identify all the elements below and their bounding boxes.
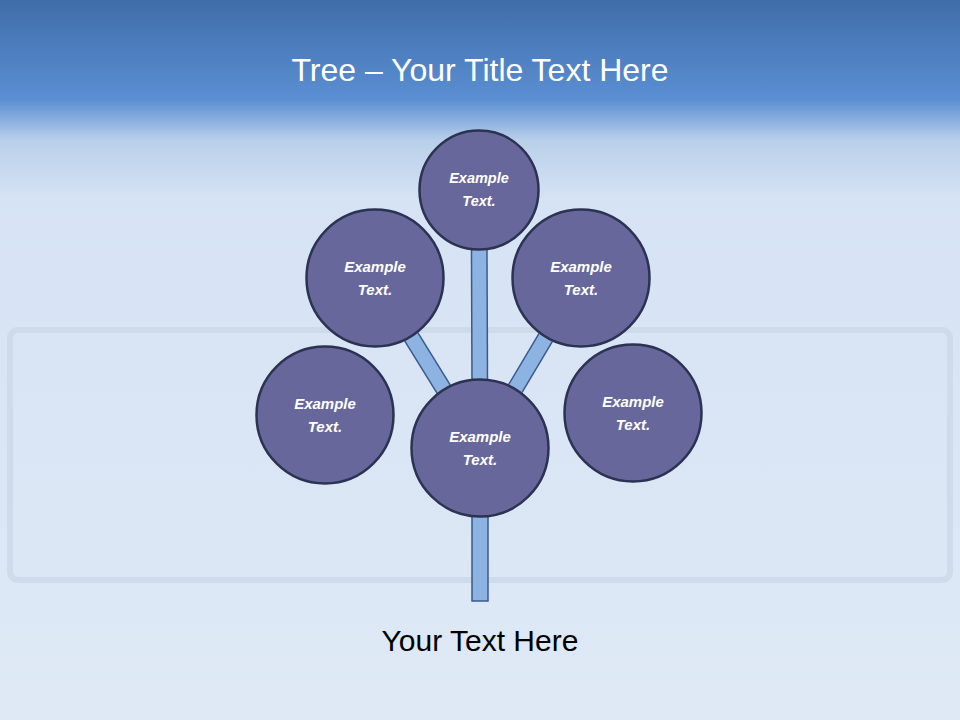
tree-trunk [472, 515, 488, 601]
circle-shape [418, 129, 540, 251]
branch-connector [515, 337, 546, 388]
node-text: Example Text. [588, 390, 678, 436]
circle-node: Example Text. [305, 208, 445, 348]
node-text: Example Text. [330, 255, 420, 301]
node-text: Example Text. [435, 425, 525, 471]
node-text: Example Text. [280, 392, 370, 438]
circle-node: Example Text. [410, 378, 550, 518]
circle-shape [255, 345, 395, 485]
circle-node: Example Text. [418, 129, 540, 251]
branch-connector [479, 250, 481, 379]
branch-connector [411, 337, 443, 390]
circle-shape [305, 208, 445, 348]
slide-title: Tree – Your Title Text Here [0, 52, 960, 89]
circle-node: Example Text. [511, 208, 651, 348]
node-text: Example Text. [536, 255, 626, 301]
node-text: Example Text. [438, 167, 521, 213]
circle-shape [563, 343, 703, 483]
circle-shape [410, 378, 550, 518]
circle-shape [511, 208, 651, 348]
slide-caption: Your Text Here [0, 624, 960, 658]
circle-node: Example Text. [255, 345, 395, 485]
circle-node: Example Text. [563, 343, 703, 483]
